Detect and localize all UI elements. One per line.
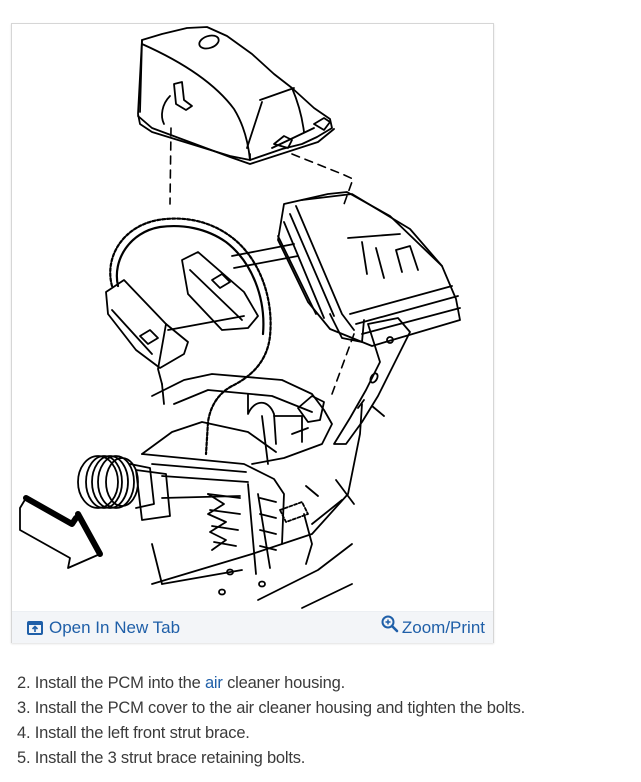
step-item: 4. Install the left front strut brace. (17, 721, 525, 746)
step-text: Install the 3 strut brace retaining bolt… (30, 749, 306, 767)
step-text: Install the left front strut brace. (30, 724, 250, 742)
open-in-new-tab-icon (27, 620, 43, 635)
zoom-print-label: Zoom/Print (401, 617, 485, 637)
pcm-module-drawing (231, 191, 461, 347)
open-in-new-tab-label: Open In New Tab (49, 617, 181, 637)
air-glossary-link[interactable]: air (204, 674, 223, 692)
harness-connectors-drawing (105, 251, 259, 405)
pcm-installation-diagram[interactable] (12, 24, 493, 610)
diagram-illustration (19, 26, 461, 609)
step-item: 2. Install the PCM into the air cleaner … (17, 671, 525, 696)
step-number: 4. (17, 724, 31, 742)
step-text: Install the PCM into the (30, 674, 205, 692)
zoom-print-link[interactable]: Zoom/Print (381, 612, 485, 643)
step-number: 3. (17, 699, 31, 717)
diagram-footer-bar: Open In New Tab Zoom/Print (12, 611, 493, 643)
zoom-in-magnifier-icon (381, 615, 399, 633)
assembly-leader-lines (169, 127, 355, 395)
step-item: 3. Install the PCM cover to the air clea… (17, 696, 525, 721)
pcm-cover-drawing (137, 26, 335, 165)
strut-brace-drawing (333, 317, 411, 445)
step-text: cleaner housing. (222, 674, 345, 692)
air-cleaner-housing-drawing (141, 373, 333, 585)
front-direction-arrow-icon (19, 495, 103, 569)
wiring-harness-drawing (109, 217, 272, 456)
diagram-card: Open In New Tab Zoom/Print (11, 23, 494, 643)
step-number: 2. (17, 674, 31, 692)
step-item: 5. Install the 3 strut brace retaining b… (17, 746, 525, 771)
intake-duct-drawing (77, 455, 171, 521)
bracket-base-drawing (151, 403, 363, 609)
step-text: Install the PCM cover to the air cleaner… (30, 699, 526, 717)
installation-steps-list: 2. Install the PCM into the air cleaner … (17, 671, 525, 771)
step-number: 5. (17, 749, 31, 767)
open-in-new-tab-link[interactable]: Open In New Tab (27, 612, 180, 643)
